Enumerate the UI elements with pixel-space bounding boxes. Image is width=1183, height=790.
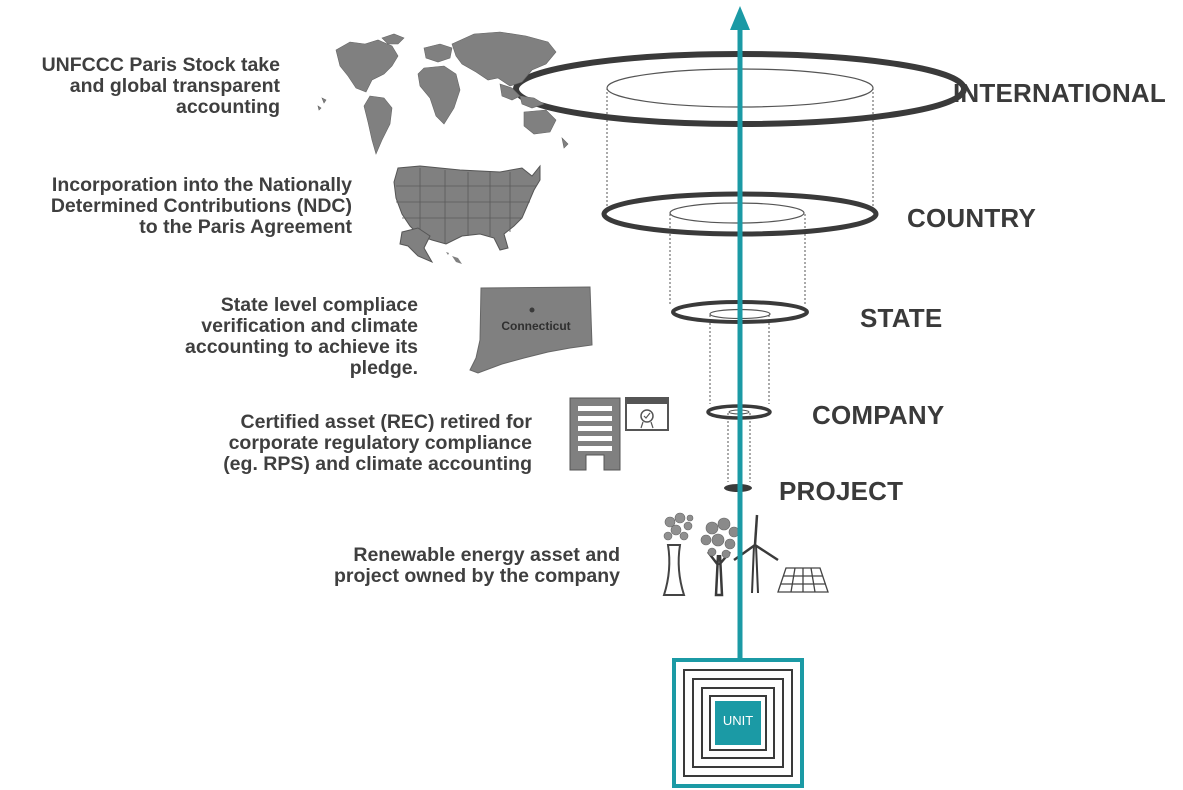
level-label-project: PROJECT xyxy=(779,476,904,506)
description-country: Incorporation into the Nationally Determ… xyxy=(50,174,352,238)
level-label-company: COMPANY xyxy=(812,400,945,430)
level-label-international: INTERNATIONAL xyxy=(953,78,1166,108)
level-label-country: COUNTRY xyxy=(907,203,1036,233)
tree-icon xyxy=(700,517,740,597)
connecticut-map-icon xyxy=(469,286,593,374)
description-company: Certified asset (REC) retired for corpor… xyxy=(223,411,532,475)
description-state: State level compliace verification and c… xyxy=(185,294,418,379)
biomass-plant-icon xyxy=(662,512,694,596)
arrow-up-icon xyxy=(730,6,750,668)
world-map-icon xyxy=(317,31,569,155)
state-map-label: Connecticut xyxy=(501,319,571,333)
usa-map-icon xyxy=(393,164,541,264)
unit-box xyxy=(672,658,804,788)
dotted-guides xyxy=(606,88,874,482)
solar-panel-icon xyxy=(777,567,829,593)
office-building-icon xyxy=(569,397,621,471)
description-asset: Renewable energy asset and project owned… xyxy=(333,544,620,587)
level-label-state: STATE xyxy=(860,303,943,333)
unit-label: UNIT xyxy=(722,713,754,728)
certificate-icon xyxy=(625,397,669,431)
description-international: UNFCCC Paris Stock take and global trans… xyxy=(41,54,280,118)
